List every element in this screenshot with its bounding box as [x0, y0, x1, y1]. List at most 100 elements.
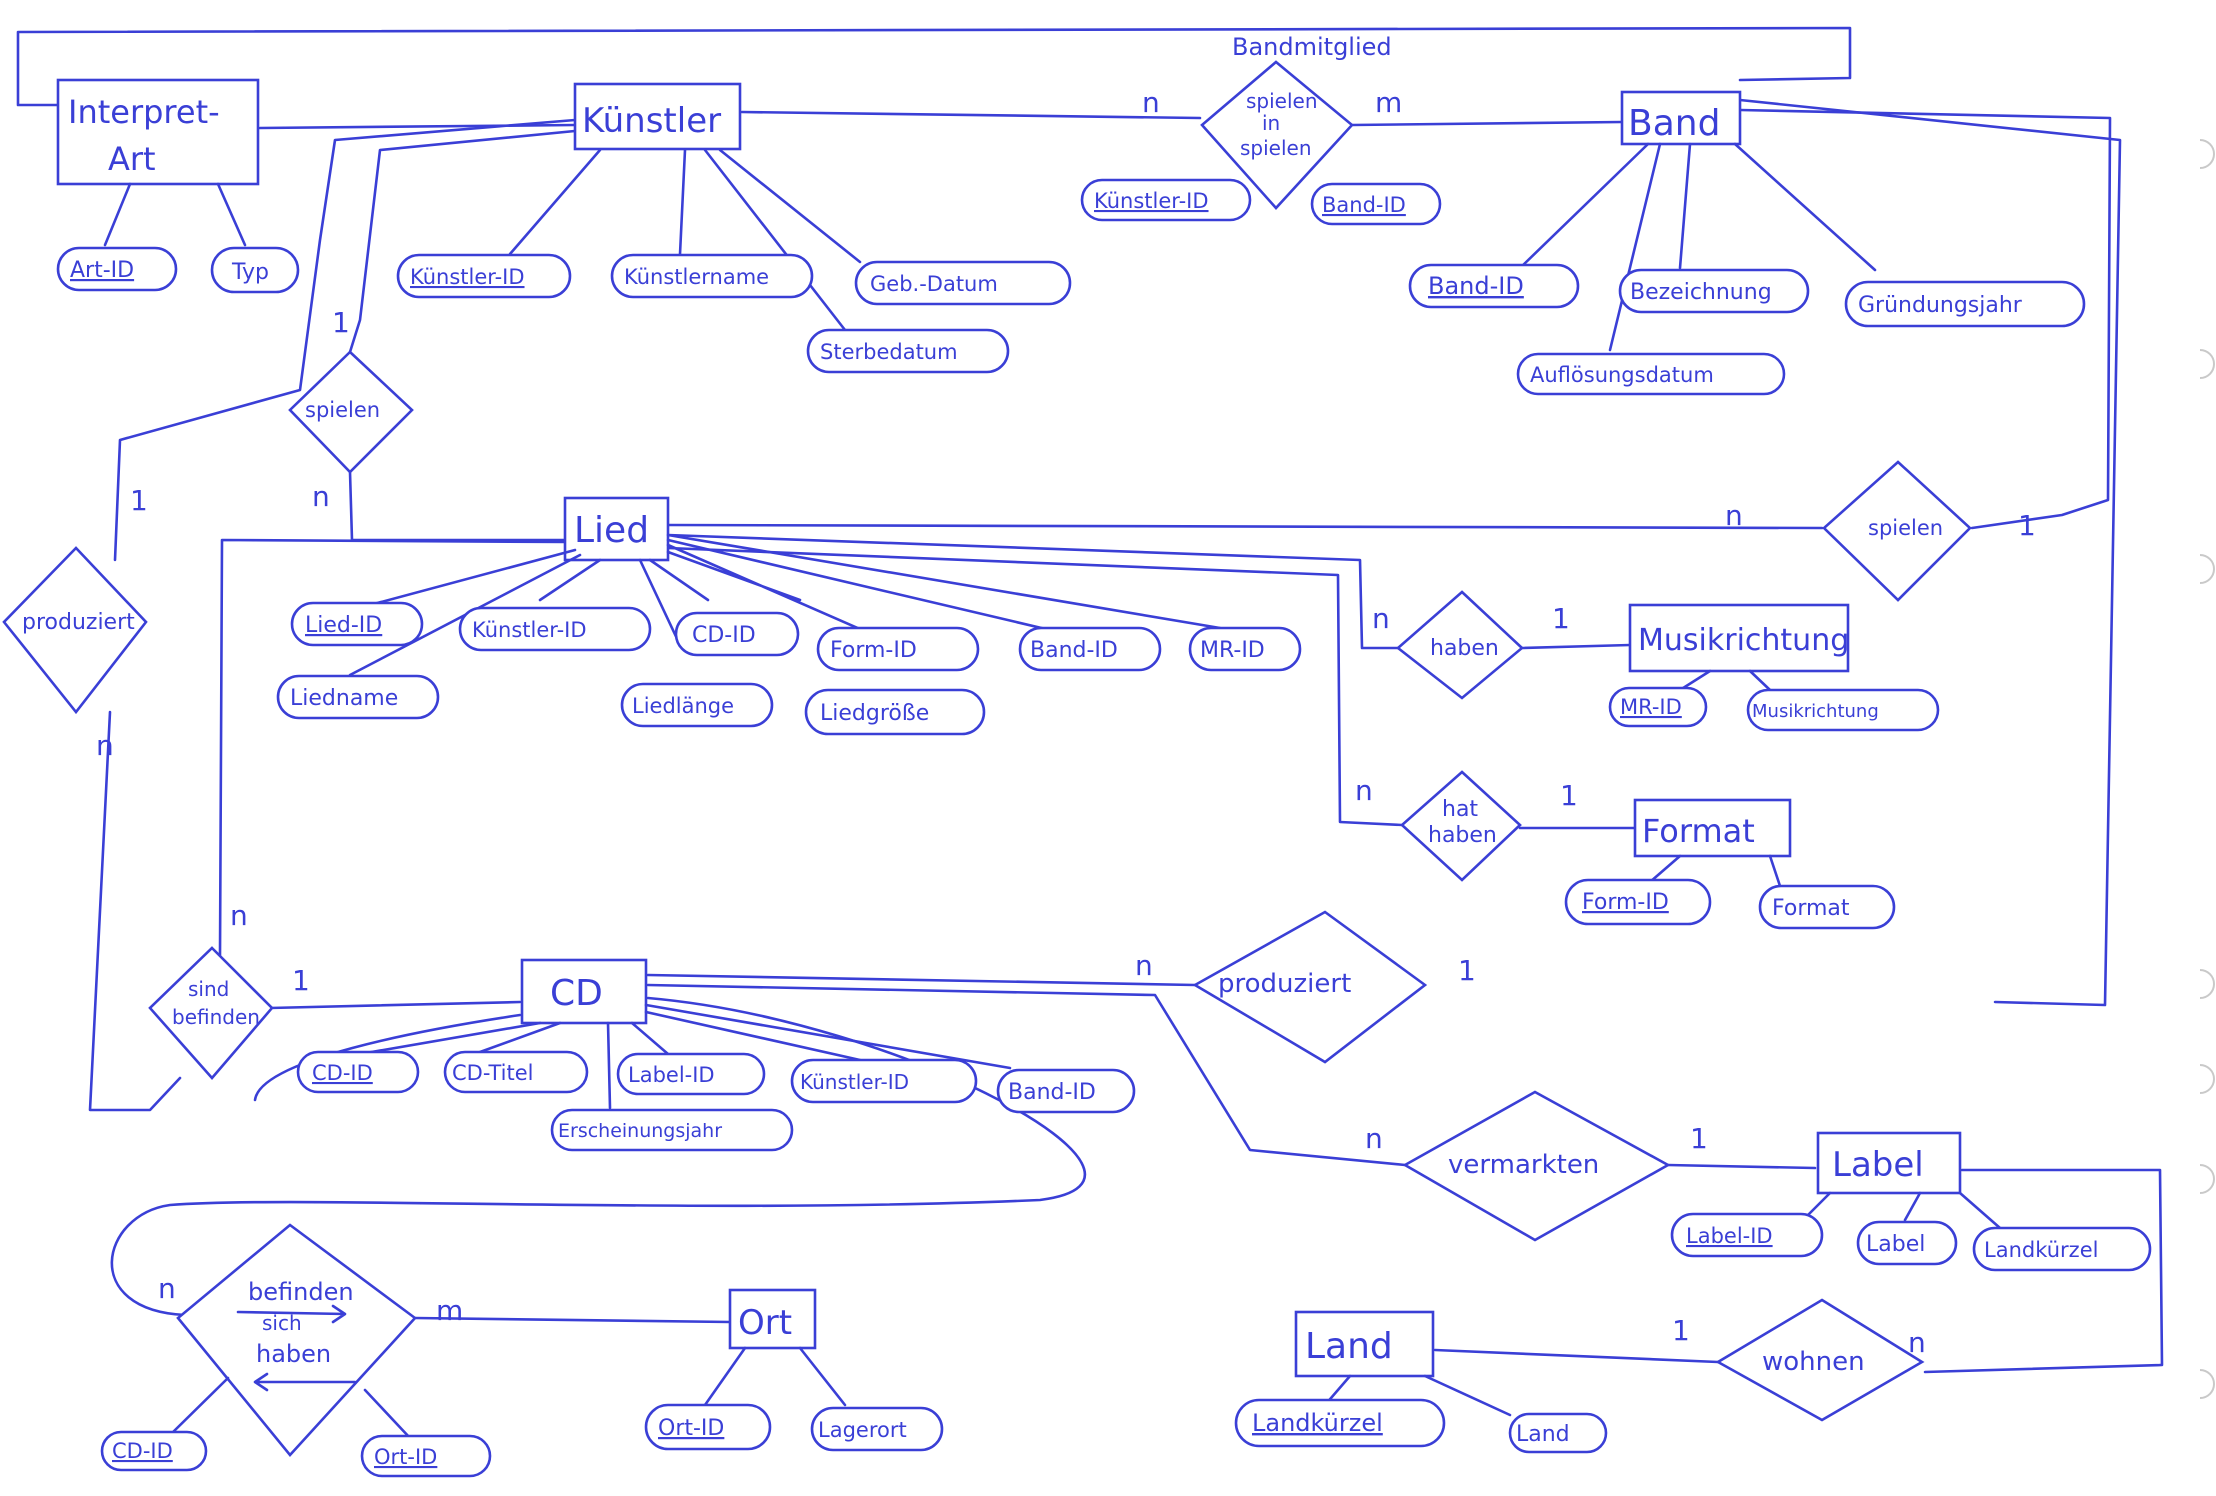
- relationship-hat-haben-line2: haben: [1428, 823, 1497, 848]
- attribute-kuenstlername: Künstlername: [624, 265, 769, 289]
- attributes-band: Band-ID Bezeichnung Gründungsjahr Auflös…: [1408, 142, 2086, 396]
- relationship-wohnen-label: wohnen: [1762, 1347, 1865, 1377]
- attribute-bezeichnung: Bezeichnung: [1630, 280, 1772, 305]
- relationship-produziert-cd-label: produziert: [1218, 969, 1351, 999]
- card-vermarkten-left: n: [1365, 1122, 1383, 1155]
- card-wohnen-right: n: [1908, 1326, 1926, 1359]
- attribute-liedgroesse: Liedgröße: [820, 701, 929, 726]
- entity-land: Land: [1294, 1310, 1435, 1378]
- card-wohnen-left: 1: [1672, 1314, 1690, 1347]
- attribute-land-landkuerzel: Landkürzel: [1252, 1409, 1383, 1437]
- attributes-lied: Lied-ID Künstler-ID CD-ID Form-ID Band-I…: [276, 533, 1302, 736]
- card-spielen-b-right: 1: [2018, 509, 2036, 542]
- relationship-produziert-left-label: produziert: [22, 610, 135, 635]
- card-bandmitglied-left: n: [1142, 86, 1160, 119]
- attribute-lied-id: Lied-ID: [305, 613, 382, 638]
- attribute-bm-band-id: Band-ID: [1322, 193, 1406, 217]
- attribute-land-name: Land: [1516, 1422, 1570, 1447]
- attribute-cd-kuenstler-id: Künstler-ID: [800, 1070, 909, 1094]
- relationship-bandmitglied-line1: spielen: [1246, 89, 1318, 113]
- card-haben-left: n: [1372, 602, 1390, 635]
- card-vermarkten-right: 1: [1690, 1122, 1708, 1155]
- attribute-lied-mr-id: MR-ID: [1200, 638, 1265, 663]
- relationship-hat-haben: hat haben: [1400, 770, 1522, 882]
- attribute-geb-datum: Geb.-Datum: [870, 272, 998, 296]
- relationship-haben: haben: [1395, 590, 1524, 700]
- card-hat-left: n: [1355, 774, 1373, 807]
- entity-musikrichtung-label: Musikrichtung: [1638, 623, 1849, 658]
- entity-lied-label: Lied: [574, 510, 649, 551]
- attribute-mr-id: MR-ID: [1620, 695, 1682, 719]
- attribute-befinden-cd-id: CD-ID: [112, 1439, 173, 1463]
- relationship-produziert-cd: produziert: [1192, 910, 1428, 1064]
- relationship-sind-befinden-line1: sind: [188, 977, 229, 1001]
- attribute-art-id: Art-ID: [70, 258, 134, 283]
- attribute-erscheinungsjahr: Erscheinungsjahr: [558, 1120, 722, 1142]
- entity-ort-label: Ort: [738, 1303, 792, 1343]
- card-bandmitglied-right: m: [1375, 86, 1402, 119]
- relationship-vermarkten-label: vermarkten: [1448, 1150, 1599, 1180]
- arrow-left-icon: [253, 1372, 357, 1392]
- card-sind-top: n: [230, 899, 248, 932]
- card-produziert-cd-left: n: [1135, 949, 1153, 982]
- attribute-typ: Typ: [231, 260, 269, 285]
- attribute-lied-form-id: Form-ID: [830, 638, 917, 663]
- entity-cd-label: CD: [550, 973, 603, 1014]
- attribute-liedlaenge: Liedlänge: [632, 694, 734, 718]
- attribute-gruendungsjahr: Gründungsjahr: [1858, 293, 2023, 318]
- attribute-cd-band-id: Band-ID: [1008, 1080, 1096, 1105]
- attributes-befinden: CD-ID Ort-ID: [100, 1376, 492, 1478]
- entity-label: Label: [1816, 1131, 1962, 1195]
- connection-lines: [16, 26, 2164, 1374]
- attributes-land: Landkürzel Land: [1234, 1374, 1608, 1454]
- attribute-musikrichtung: Musikrichtung: [1752, 701, 1879, 722]
- entity-ort: Ort: [728, 1288, 817, 1350]
- entity-lied: Lied: [563, 496, 670, 562]
- attribute-cd-label-id: Label-ID: [628, 1063, 715, 1087]
- relationship-befinden-sich-haben: befinden sich haben: [176, 1223, 417, 1457]
- entity-band-label: Band: [1628, 103, 1720, 144]
- attributes-musikrichtung: MR-ID Musikrichtung: [1608, 669, 1940, 732]
- relationship-vermarkten: vermarkten: [1402, 1090, 1671, 1242]
- relationship-befinden-line3: haben: [256, 1340, 331, 1368]
- entity-interpret-art: Interpret- Art: [56, 78, 260, 186]
- relationship-bandmitglied: Bandmitglied spielen in spielen: [1200, 33, 1392, 210]
- card-befinden-left: n: [158, 1272, 176, 1305]
- entity-format-label: Format: [1642, 812, 1755, 850]
- attributes-kuenstler: Künstler-ID Künstlername Geb.-Datum Ster…: [396, 148, 1072, 374]
- attribute-label-landkuerzel: Landkürzel: [1984, 1238, 2098, 1262]
- relationship-produziert-left: produziert: [2, 546, 148, 715]
- card-sind-right: 1: [292, 964, 310, 997]
- relationship-sind-befinden-line2: befinden: [172, 1005, 260, 1029]
- attribute-lied-band-id: Band-ID: [1030, 638, 1118, 663]
- attribute-cd-titel: CD-Titel: [452, 1061, 534, 1085]
- relationship-hat-haben-line1: hat: [1442, 797, 1478, 822]
- entity-interpret-art-line1: Interpret-: [68, 93, 220, 131]
- card-hat-right: 1: [1560, 779, 1578, 812]
- attribute-format: Format: [1772, 896, 1850, 921]
- attribute-ort-id: Ort-ID: [658, 1416, 724, 1441]
- entity-band: Band: [1620, 90, 1742, 146]
- arrow-right-icon: [236, 1304, 347, 1324]
- attribute-kuenstler-id: Künstler-ID: [410, 265, 525, 289]
- relationship-kuenstler-spielen: spielen: [288, 350, 414, 474]
- attributes-cd: CD-ID CD-Titel Label-ID Künstler-ID Band…: [296, 1003, 1136, 1152]
- card-befinden-right: m: [436, 1294, 463, 1327]
- attributes-ort: Ort-ID Lagerort: [644, 1346, 944, 1452]
- entity-interpret-art-line2: Art: [108, 140, 156, 178]
- attribute-label-id: Label-ID: [1686, 1224, 1773, 1248]
- attribute-lagerort: Lagerort: [818, 1418, 907, 1442]
- card-produziert-bottom: n: [96, 729, 114, 762]
- relationship-haben-label: haben: [1430, 636, 1499, 661]
- relationship-band-spielen-label: spielen: [1868, 516, 1943, 540]
- relationship-wohnen: wohnen: [1715, 1298, 1925, 1422]
- relationship-befinden-line2: sich: [262, 1311, 302, 1335]
- relationship-befinden-line1: befinden: [248, 1278, 354, 1306]
- attribute-sterbedatum: Sterbedatum: [820, 340, 958, 364]
- attribute-label-name: Label: [1866, 1232, 1925, 1257]
- relationship-sind-befinden: sind befinden: [148, 946, 274, 1080]
- card-spielen-k-bottom: n: [312, 480, 330, 513]
- attribute-bm-kuenstler-id: Künstler-ID: [1094, 189, 1209, 213]
- attribute-band-id: Band-ID: [1428, 272, 1524, 300]
- relationship-kuenstler-spielen-label: spielen: [305, 398, 380, 422]
